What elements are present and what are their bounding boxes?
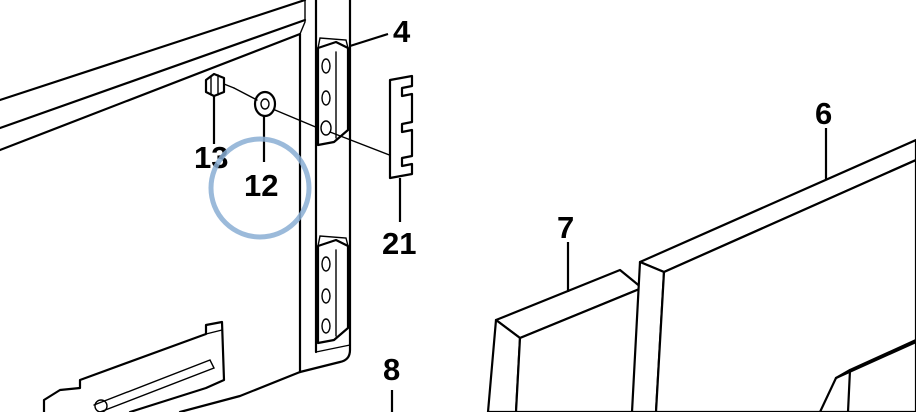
- callout-8: 8: [383, 352, 400, 387]
- callout-labels: 4 6 7 8 13 12 21: [194, 14, 832, 387]
- washer-12: [253, 90, 277, 118]
- corner-frame: [818, 338, 916, 412]
- highlight-circle: [208, 136, 312, 240]
- cabinet-body: [0, 0, 352, 412]
- lower-hinge: [316, 235, 350, 345]
- leader-lines: [212, 32, 828, 412]
- spacer-plate-21: [388, 74, 414, 180]
- leader-4: [349, 32, 389, 48]
- bottom-bracket: [42, 320, 226, 412]
- callout-21: 21: [382, 226, 416, 261]
- screw-13: [204, 72, 235, 98]
- callout-12: 12: [244, 168, 278, 203]
- panel-7: [486, 268, 644, 412]
- upper-hinge: [316, 37, 350, 147]
- panel-6: [630, 138, 916, 412]
- callout-6: 6: [815, 96, 832, 131]
- assembly-line: [233, 87, 393, 157]
- callout-7: 7: [557, 210, 574, 245]
- callout-4: 4: [393, 14, 411, 49]
